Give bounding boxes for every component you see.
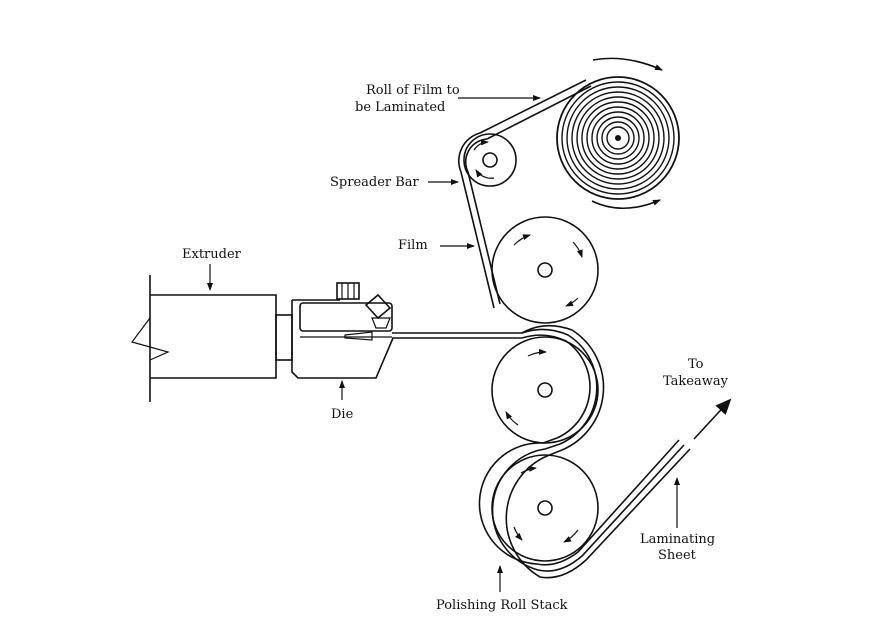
label-to-takeaway-1: To <box>688 357 704 372</box>
label-laminating-1: Laminating <box>640 532 715 547</box>
film-roll-wrap <box>606 126 630 150</box>
spreader-bar-roll <box>463 133 517 187</box>
film-roll-wrap <box>581 101 655 175</box>
extruded-web <box>392 332 522 339</box>
label-polishing-roll-stack: Polishing Roll Stack <box>436 598 568 613</box>
laminating-sheet-path <box>478 324 732 579</box>
film-supply-roll <box>556 76 680 200</box>
film-roll-rotation-arrow-top <box>592 57 663 71</box>
polishing-roll-top <box>491 216 599 324</box>
film-web <box>458 79 592 309</box>
film-roll-core <box>615 135 621 141</box>
label-to-takeaway-2: Takeaway <box>663 374 729 389</box>
film-roll-wrap <box>556 76 680 200</box>
polishing-roll-bottom <box>491 454 599 562</box>
film-roll-wrap <box>601 121 635 155</box>
label-extruder: Extruder <box>182 247 242 262</box>
film-roll-wrap <box>576 96 660 180</box>
label-laminating-2: Sheet <box>658 548 697 563</box>
label-roll-of-film-1: Roll of Film to <box>366 83 460 98</box>
film-roll-wrap <box>586 106 650 170</box>
extruder-body <box>130 275 293 402</box>
die <box>291 282 394 379</box>
label-spreader-bar: Spreader Bar <box>330 175 420 190</box>
film-roll-wrap <box>571 91 665 185</box>
film-roll-wrap <box>561 81 675 195</box>
film-roll-rotation-arrow-bottom <box>591 199 661 210</box>
film-roll-wrap <box>591 111 645 165</box>
label-die: Die <box>331 407 354 422</box>
film-roll-wrap <box>566 86 670 190</box>
film-roll-wrap <box>596 116 640 160</box>
label-roll-of-film-2: be Laminated <box>355 100 445 115</box>
label-film: Film <box>398 238 428 253</box>
